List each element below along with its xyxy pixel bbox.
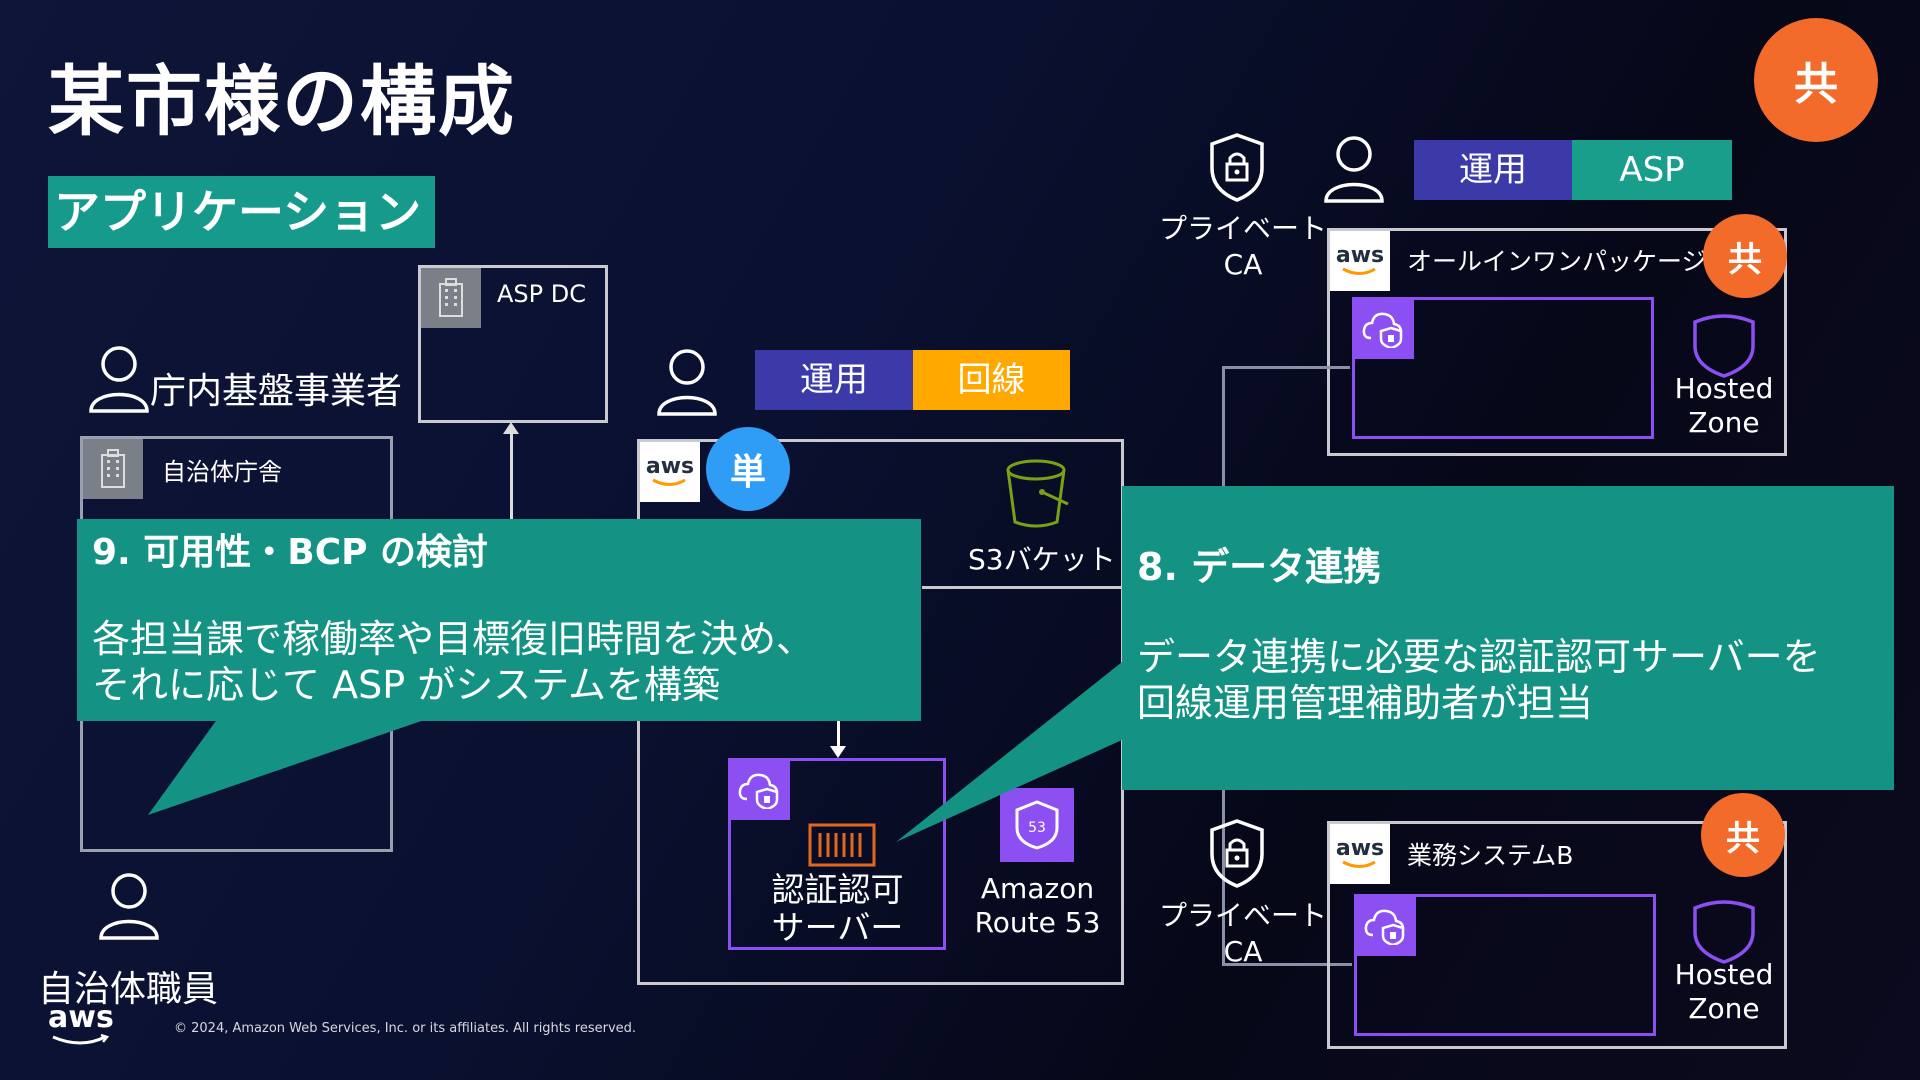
package-box [1327,228,1787,456]
callout9-body-line1: 各担当課で稼働率や目標復旧時間を決め、 [92,617,815,661]
callout-availability: 9. 可用性・BCP の検討 各担当課で稼働率や目標復旧時間を決め、 それに応じ… [77,519,921,721]
private-ca-label-bottom: プライベート CA [1148,898,1338,970]
callout9-body-line2: それに応じて ASP がシステムを構築 [92,663,721,707]
line-tag-center: 回線 [913,350,1070,410]
asp-tag: ASP [1572,140,1732,200]
auth-server-label-line2: サーバー [771,908,904,947]
office-label: 自治体庁舎 [162,458,282,486]
aws-logo-icon: aws [640,442,700,502]
private-ca-label-top-line2: CA [1223,248,1263,281]
system-b-inner-box [1354,894,1656,1036]
person-icon [656,348,718,420]
callout8-body: データ連携に必要な認証認可サーバーを 回線運用管理補助者が担当 [1137,634,1821,726]
connector-line [1222,780,1225,966]
ops-tag-right: 運用 [1414,140,1572,200]
callout8-heading: 8. データ連携 [1137,545,1382,589]
auth-server-label-line1: 認証認可 [771,870,904,909]
hosted-zone-label-top-line1: Hosted [1674,372,1774,405]
auth-server-box [728,758,946,950]
callout9-body: 各担当課で稼働率や目標復旧時間を決め、 それに応じて ASP がシステムを構築 [92,616,814,708]
callout8-body-line1: データ連携に必要な認証認可サーバーを [1137,635,1821,679]
hosted-zone-label-top: Hosted Zone [1665,372,1783,440]
callout8-pointer [896,662,1122,842]
cloud-shield-icon [1354,894,1416,956]
hosted-zone-label-bottom: Hosted Zone [1665,958,1783,1026]
private-ca-label-top-line1: プライベート [1158,212,1327,245]
aws-footer-logo: aws [48,1003,114,1047]
hosted-zone-icon [1689,312,1759,382]
hosted-zone-label-bottom-line2: Zone [1688,992,1760,1025]
aws-smile-icon [52,1033,110,1045]
callout9-heading: 9. 可用性・BCP の検討 [92,532,489,573]
callout8-body-line2: 回線運用管理補助者が担当 [1137,681,1594,725]
hosted-zone-label-top-line2: Zone [1688,406,1760,439]
route53-label: Amazon Route 53 [965,872,1110,940]
private-ca-label-bottom-line1: プライベート [1158,899,1327,932]
building-icon [421,268,481,328]
callout9-pointer [148,718,430,815]
shared-badge-main: 共 [1754,18,1878,142]
page-title: 某市様の構成 [48,57,516,146]
svg-text:53: 53 [1028,820,1046,836]
copyright: © 2024, Amazon Web Services, Inc. or its… [174,1021,637,1036]
single-badge: 単 [706,427,790,511]
person-icon [88,345,150,417]
aws-logo-icon: aws [1330,824,1390,884]
s3-label: S3バケット [968,543,1116,576]
asp-dc-label: ASP DC [497,280,586,308]
cloud-shield-icon [1352,297,1414,359]
shared-badge-system-b: 共 [1701,793,1785,877]
route53-label-line2: Route 53 [974,906,1101,939]
callout-data-integration: 8. データ連携 データ連携に必要な認証認可サーバーを 回線運用管理補助者が担当 [1122,486,1894,790]
shared-badge-package: 共 [1703,214,1787,298]
private-ca-label-bottom-line2: CA [1223,935,1263,968]
package-inner-box [1352,297,1654,439]
asp-dc-box [418,265,608,423]
system-b-box [1327,821,1787,1049]
package-label: オールインワンパッケージ [1407,247,1707,276]
hosted-zone-label-bottom-line1: Hosted [1674,958,1774,991]
system-b-label: 業務システムB [1407,841,1574,870]
cloud-shield-icon [728,758,790,820]
aws-footer-text: aws [48,1000,114,1035]
route53-label-line1: Amazon [980,872,1095,905]
section-label: アプリケーション [48,176,435,248]
arrow-head-up [503,422,519,434]
hosted-zone-icon [1689,898,1759,968]
arrow-head-down [830,746,846,758]
server-icon [808,823,876,871]
divider [922,586,1124,589]
lock-shield-icon [1202,132,1272,208]
bucket-icon [1006,458,1070,532]
person-icon [1323,135,1385,207]
connector-line [1222,366,1225,486]
contractor-label: 庁内基盤事業者 [150,371,403,412]
auth-server-label: 認証認可 サーバー [730,871,945,947]
connector-line [1222,366,1350,369]
building-icon [83,439,143,499]
connector-line [510,430,513,520]
ops-tag-center: 運用 [755,350,913,410]
connector-line [1222,963,1352,966]
connector-line [837,720,840,750]
lock-shield-icon [1202,818,1272,894]
person-icon [98,872,160,944]
staff-label: 自治体職員 [38,969,219,1010]
aws-logo-icon: aws [1330,231,1390,291]
route53-icon: 53 [1000,788,1074,862]
private-ca-label-top: プライベート CA [1148,211,1338,283]
